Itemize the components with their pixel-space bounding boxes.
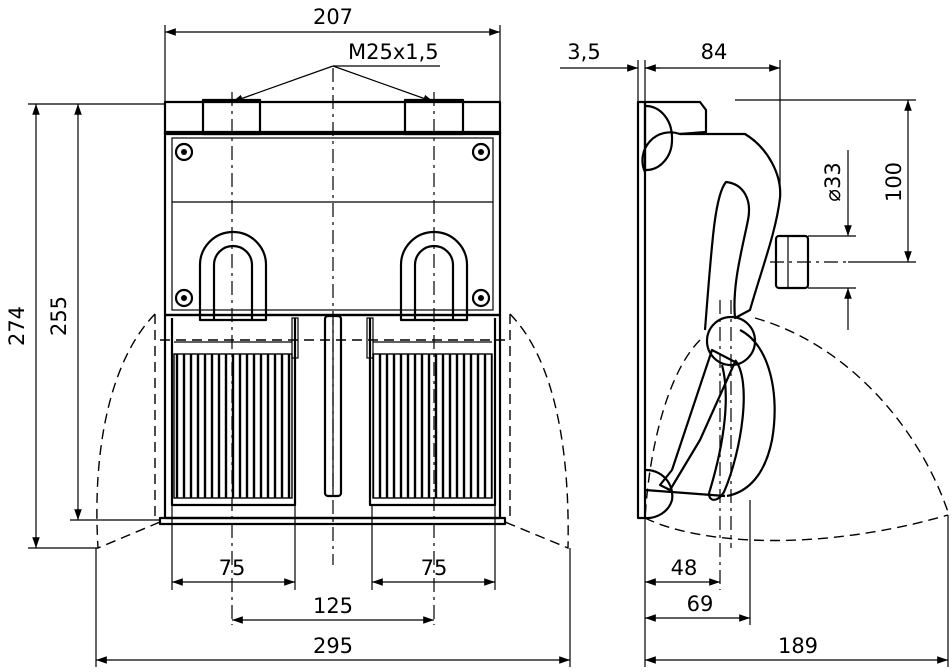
front-view: 207 M25x1,5 274 255 75 75 125 295 [5, 5, 571, 667]
dim-height-to-axis: 100 [882, 162, 906, 202]
dim-wall-offset: 3,5 [567, 40, 600, 64]
dim-depth-top: 84 [701, 40, 728, 64]
screw-bottom-right [471, 288, 491, 308]
cable-guide-right [399, 230, 469, 322]
base-plate [158, 516, 507, 526]
side-view: 3,5 84 100 ⌀33 48 69 189 [560, 40, 949, 667]
bottom-knob [644, 468, 674, 520]
swing-arc-left [96, 313, 161, 550]
dim-width-top: 207 [313, 5, 353, 29]
side-swing-arc [644, 339, 701, 519]
pedal-left [170, 317, 299, 507]
dim-foot-spacing: 125 [313, 594, 353, 618]
dim-pivot-offset-1: 48 [671, 556, 698, 580]
dim-foot-width-right: 75 [421, 556, 448, 580]
dim-total-height: 274 [5, 306, 29, 346]
screw-top-left [174, 142, 194, 162]
dim-inner-height: 255 [47, 296, 71, 336]
housing-profile [680, 132, 782, 331]
thread-label: M25x1,5 [348, 40, 439, 64]
dim-total-width: 295 [313, 634, 353, 658]
top-knob [641, 100, 708, 174]
screw-top-right [471, 142, 491, 162]
pedal-right [366, 317, 497, 507]
cable-guide-left [198, 230, 268, 322]
dim-foot-width-left: 75 [219, 556, 246, 580]
swing-arc-right [504, 313, 569, 550]
pedal-lever [658, 348, 737, 492]
dim-pivot-offset-2: 69 [687, 592, 714, 616]
dim-diameter: ⌀33 [821, 162, 845, 201]
dim-total-depth: 189 [778, 634, 818, 658]
upper-housing-inner [171, 137, 494, 311]
wall-plate [636, 100, 647, 520]
screw-bottom-left [174, 288, 194, 308]
